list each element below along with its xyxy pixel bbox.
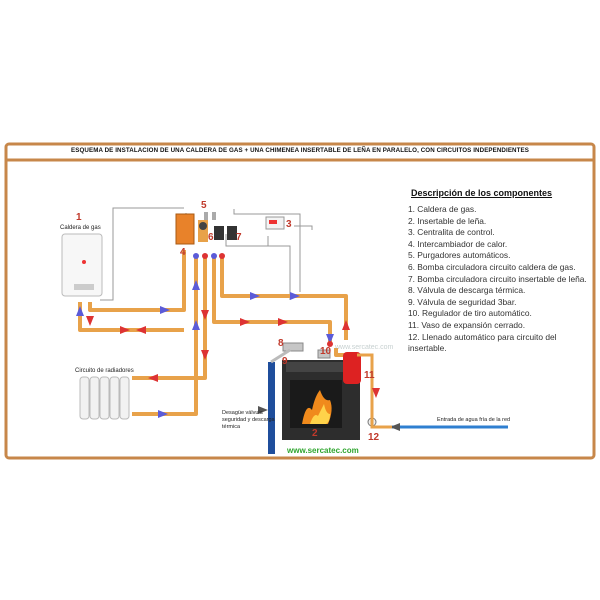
components-legend: Descripción de los componentes 1. Calder… [408, 188, 588, 355]
drain-label: Desagüe válvula seguridad y descarga tér… [222, 410, 275, 430]
drain-arrow [258, 406, 268, 414]
component-number-12: 12 [368, 432, 380, 443]
component-number-10: 10 [320, 346, 332, 357]
component-number-5: 5 [201, 200, 207, 211]
water-inlet-label: Entrada de agua fría de la red [437, 417, 511, 423]
radiator [79, 376, 130, 420]
component-number-8: 8 [278, 338, 284, 349]
legend-heading: Descripción de los componentes [411, 188, 553, 198]
safety-valves [282, 341, 333, 359]
component-number-3: 3 [286, 219, 292, 230]
legend-item: 12. Llenado automático para circuito del… [408, 331, 557, 354]
fill-arrow [372, 388, 380, 398]
legend-item: 9. Válvula de seguridad 3bar. [408, 296, 517, 307]
component-number-6: 6 [208, 232, 214, 243]
heat-exchanger-group [175, 212, 237, 259]
legend-item: 3. Centralita de control. [408, 227, 495, 238]
legend-item: 8. Válvula de descarga térmica. [408, 285, 526, 296]
watermark: www.sercatec.com [335, 344, 394, 351]
component-number-2: 2 [312, 428, 318, 439]
component-number-9: 9 [282, 356, 288, 367]
component-number-11: 11 [364, 370, 375, 381]
gas-boiler [61, 233, 103, 297]
component-number-4: 4 [180, 247, 186, 258]
legend-item: 5. Purgadores automáticos. [408, 250, 511, 261]
legend-list: 1. Caldera de gas. 2. Insertable de leña… [408, 204, 588, 355]
legend-item: 6. Bomba circuladora circuito caldera de… [408, 261, 576, 272]
diagram-title: ESQUEMA DE INSTALACION DE UNA CALDERA DE… [71, 147, 529, 154]
legend-item: 1. Caldera de gas. [408, 204, 477, 214]
control-wires [100, 207, 313, 301]
boiler-label: Caldera de gas [60, 225, 101, 231]
component-number-1: 1 [76, 212, 82, 223]
legend-item: 10. Regulador de tiro automático. [408, 308, 532, 319]
fill-pipe [357, 353, 392, 429]
website-link[interactable]: www.sercatec.com [287, 446, 359, 455]
component-number-7: 7 [236, 232, 242, 243]
legend-item: 4. Intercambiador de calor. [408, 238, 508, 249]
legend-item: 2. Insertable de leña. [408, 215, 487, 226]
cold-water-inlet [367, 417, 508, 431]
flow-arrows [76, 280, 350, 418]
drain-pipe [268, 348, 291, 454]
legend-item: 11. Vaso de expansión cerrado. [408, 319, 526, 330]
legend-item: 7. Bomba circuladora circuito insertable… [408, 273, 587, 284]
radiators-label: Circuito de radiadores [75, 368, 134, 374]
frame-pipe [4, 142, 596, 460]
expansion-vessel [343, 352, 361, 384]
control-unit-display [269, 220, 277, 224]
